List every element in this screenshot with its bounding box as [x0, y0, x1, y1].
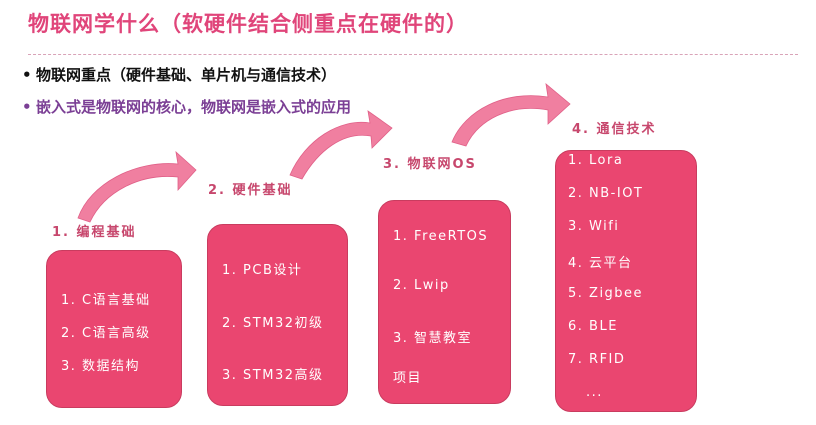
bullet-1-text: 物联网重点（硬件基础、单片机与通信技术） — [36, 66, 337, 84]
stage-3-item-1: 1. FreeRTOS — [393, 229, 489, 244]
stage-4-item-7: 7. RFID — [568, 352, 626, 367]
stage-3-item-2: 2. Lwip — [393, 278, 450, 293]
stage-2-label: 2. 硬件基础 — [208, 183, 293, 198]
stage-4-item-more: ... — [586, 385, 603, 400]
stage-3-label: 3. 物联网OS — [383, 157, 477, 172]
title-divider — [28, 54, 798, 55]
curved-arrow-2 — [289, 110, 393, 180]
stage-4-item-3: 3. Wifi — [568, 219, 620, 234]
stage-1-box: 1. C语言基础 2. C语言高级 3. 数据结构 — [46, 250, 182, 408]
stage-1-item-1: 1. C语言基础 — [61, 293, 151, 308]
stage-1-label: 1. 编程基础 — [52, 225, 137, 240]
stage-2-item-3: 3. STM32高级 — [222, 368, 324, 383]
bullet-2: •嵌入式是物联网的核心，物联网是嵌入式的应用 — [22, 96, 351, 117]
bullet-2-dot: • — [22, 98, 32, 116]
page-title: 物联网学什么（软硬件结合侧重点在硬件的） — [28, 12, 468, 36]
stage-4-item-6: 6. BLE — [568, 319, 618, 334]
bullet-1: •物联网重点（硬件基础、单片机与通信技术） — [22, 64, 336, 85]
stage-3-item-3: 3. 智慧教室 — [393, 331, 473, 346]
stage-4-item-5: 5. Zigbee — [568, 286, 644, 301]
stage-3-box: 1. FreeRTOS 2. Lwip 3. 智慧教室 项目 — [378, 200, 511, 404]
stage-2-box: 1. PCB设计 2. STM32初级 3. STM32高级 — [207, 224, 348, 406]
stage-1-item-3: 3. 数据结构 — [61, 359, 141, 374]
stage-3-item-3-cont: 项目 — [393, 371, 423, 386]
bullet-2-text: 嵌入式是物联网的核心，物联网是嵌入式的应用 — [36, 98, 352, 116]
stage-4-item-2: 2. NB-IOT — [568, 186, 644, 201]
curved-arrow-3 — [451, 83, 571, 147]
bullet-1-dot: • — [22, 66, 32, 84]
stage-4-box: 1. Lora 2. NB-IOT 3. Wifi 4. 云平台 5. Zigb… — [555, 150, 697, 412]
curved-arrow-1 — [77, 150, 197, 223]
stage-4-label: 4. 通信技术 — [572, 122, 657, 137]
stage-4-item-1: 1. Lora — [568, 153, 624, 168]
stage-4-item-4: 4. 云平台 — [568, 256, 633, 271]
stage-1-item-2: 2. C语言高级 — [61, 326, 151, 341]
stage-2-item-2: 2. STM32初级 — [222, 316, 324, 331]
stage-2-item-1: 1. PCB设计 — [222, 263, 303, 278]
